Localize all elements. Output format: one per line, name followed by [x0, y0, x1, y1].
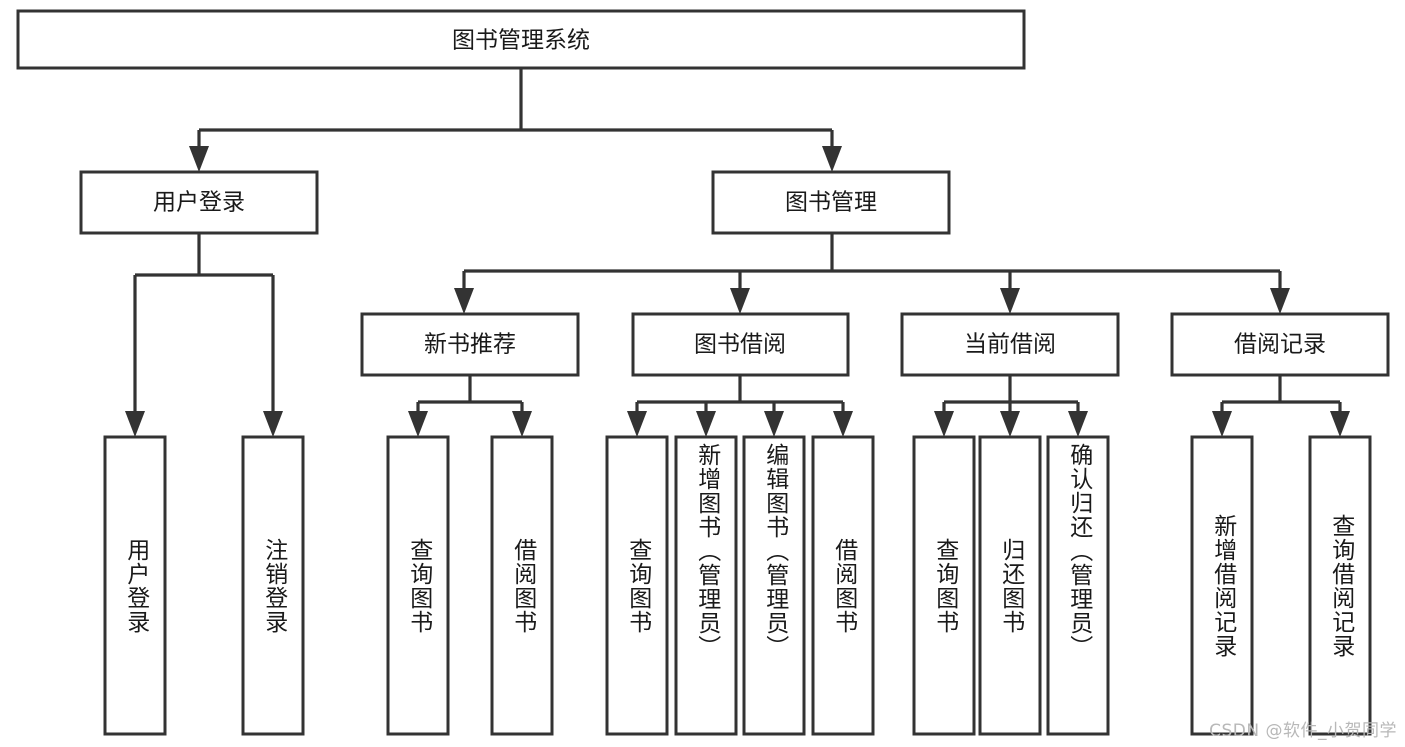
arrow-borrow-record — [1270, 288, 1290, 314]
node-leaf-book-borrow-1[interactable] — [674, 435, 738, 736]
arrow-leaf-book-borrow-3 — [833, 411, 853, 437]
arrow-book-mgmt — [822, 146, 842, 172]
arrow-leaf-new-book-0 — [408, 411, 428, 437]
node-book-management[interactable] — [711, 170, 951, 235]
arrow-leaf-user-login-1 — [263, 411, 283, 437]
arrow-new-book — [454, 288, 474, 314]
arrow-leaf-borrow-record-0 — [1212, 411, 1232, 437]
arrow-leaf-book-borrow-0 — [627, 411, 647, 437]
node-current-borrow-label: 当前借阅 — [964, 332, 1056, 358]
arrow-user-login — [189, 146, 209, 172]
arrow-book-borrow — [730, 288, 750, 314]
node-leaf-user-login-1[interactable] — [241, 435, 305, 736]
node-leaf-current-borrow-1[interactable] — [978, 435, 1042, 736]
node-leaf-user-login-0[interactable] — [103, 435, 167, 736]
node-book-management-label: 图书管理 — [785, 190, 877, 216]
node-leaf-book-borrow-3[interactable] — [811, 435, 875, 736]
arrow-leaf-borrow-record-1 — [1330, 411, 1350, 437]
node-user-login-label: 用户登录 — [153, 190, 245, 216]
node-book-borrow-label: 图书借阅 — [694, 332, 786, 358]
nodes-layer: 图书管理系统 用户登录 图书管理 新书推荐 图书借阅 当前借阅 借阅记录 — [16, 9, 1390, 736]
node-leaf-current-borrow-0[interactable] — [912, 435, 976, 736]
node-leaf-new-book-1[interactable] — [490, 435, 554, 736]
arrow-leaf-user-login-0 — [125, 411, 145, 437]
arrow-leaf-new-book-1 — [512, 411, 532, 437]
node-new-book-recommend-label: 新书推荐 — [424, 332, 516, 358]
node-leaf-borrow-record-1[interactable] — [1308, 435, 1372, 736]
node-borrow-record[interactable] — [1170, 312, 1390, 377]
arrow-leaf-current-borrow-0 — [934, 411, 954, 437]
node-user-login[interactable] — [79, 170, 319, 235]
node-root[interactable] — [16, 9, 1026, 70]
arrow-current-borrow — [1000, 288, 1020, 314]
arrow-leaf-current-borrow-1 — [1000, 411, 1020, 437]
node-book-borrow[interactable] — [631, 312, 850, 377]
arrow-leaf-book-borrow-1 — [696, 411, 716, 437]
node-root-label: 图书管理系统 — [452, 28, 590, 54]
node-borrow-record-label: 借阅记录 — [1234, 332, 1326, 358]
arrow-leaf-current-borrow-2 — [1068, 411, 1088, 437]
node-new-book-recommend[interactable] — [360, 312, 580, 377]
csdn-watermark: CSDN @软件_小贺同学 — [1209, 721, 1397, 741]
node-leaf-book-borrow-0[interactable] — [605, 435, 669, 736]
node-leaf-borrow-record-0[interactable] — [1190, 435, 1254, 736]
arrow-leaf-book-borrow-2 — [764, 411, 784, 437]
node-leaf-book-borrow-2[interactable] — [742, 435, 806, 736]
edges-layer — [125, 68, 1350, 437]
node-current-borrow[interactable] — [900, 312, 1120, 377]
node-leaf-current-borrow-2[interactable] — [1046, 435, 1110, 736]
node-leaf-new-book-0[interactable] — [386, 435, 450, 736]
